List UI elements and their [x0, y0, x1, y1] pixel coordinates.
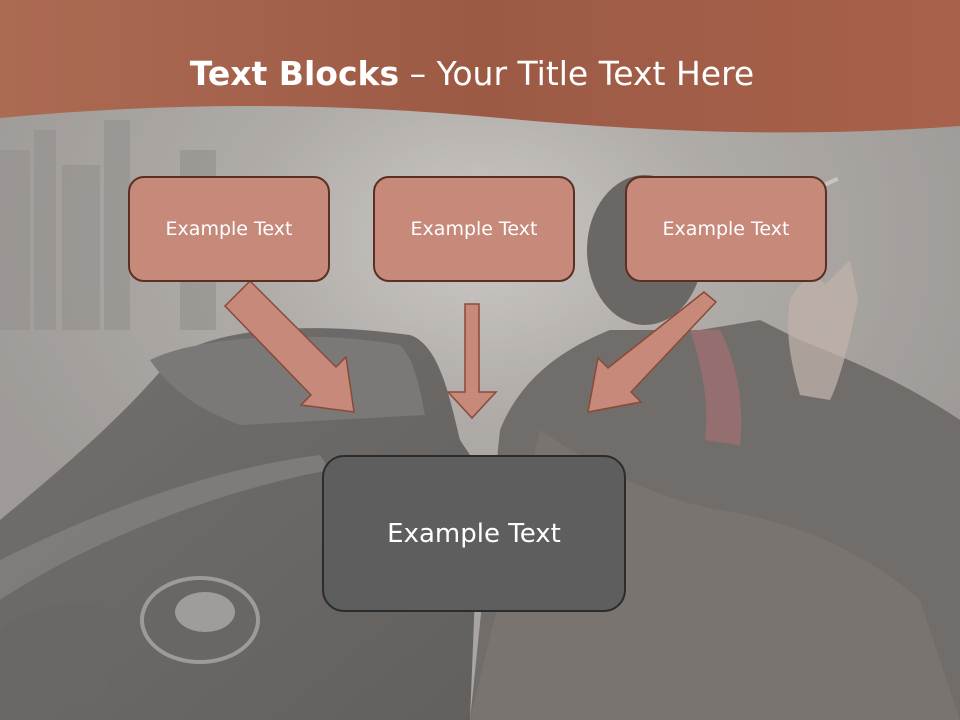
- arrow-center-icon: [446, 303, 498, 420]
- text-block-2: Example Text: [373, 176, 575, 282]
- target-text-block: Example Text: [322, 455, 626, 612]
- text-block-1-label: Example Text: [165, 218, 293, 240]
- title-bold: Text Blocks: [189, 54, 400, 93]
- text-block-3: Example Text: [625, 176, 827, 282]
- arrow-right-icon: [587, 291, 718, 413]
- title-band: [0, 0, 960, 133]
- target-text-block-label: Example Text: [387, 518, 561, 549]
- title-regular: Your Title Text Here: [436, 54, 755, 93]
- car-silhouette: [0, 328, 480, 720]
- text-block-2-label: Example Text: [410, 218, 538, 240]
- text-block-3-label: Example Text: [662, 218, 790, 240]
- title-dash: –: [399, 54, 437, 93]
- arrow-left-icon: [223, 279, 355, 413]
- text-block-1: Example Text: [128, 176, 330, 282]
- slide-title: Text Blocks – Your Title Text Here: [0, 54, 944, 93]
